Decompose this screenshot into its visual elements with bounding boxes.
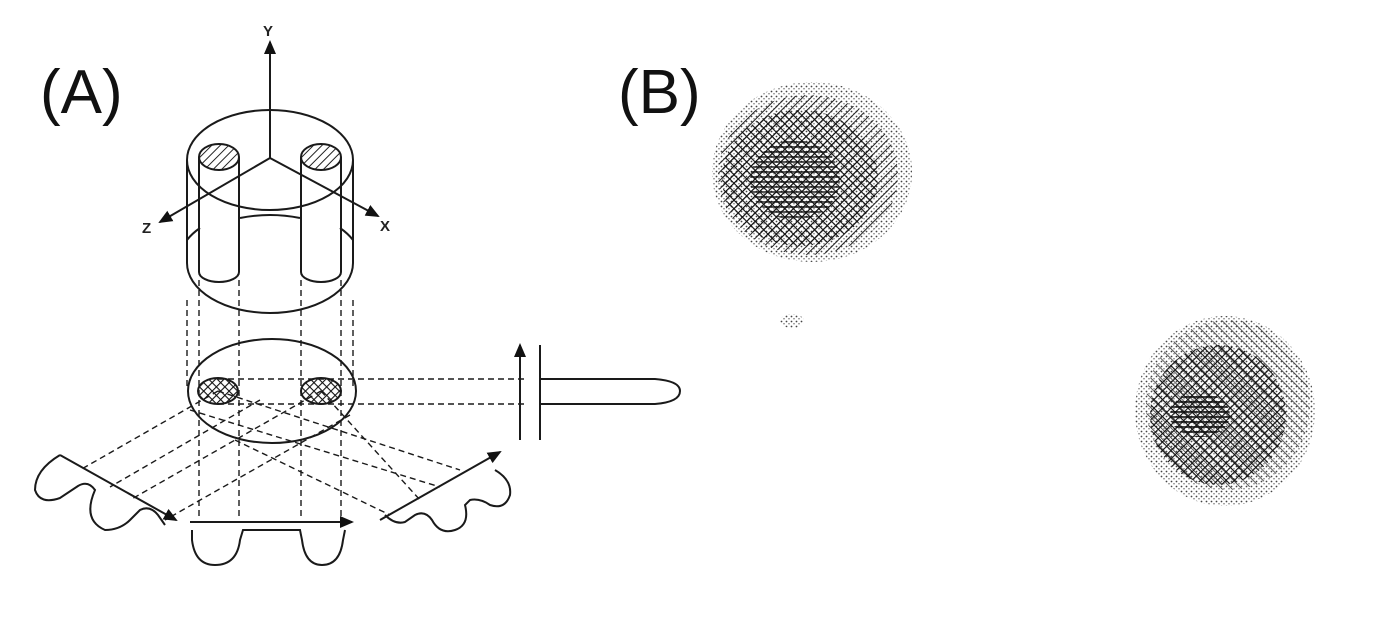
right-bottom-profile (379, 451, 512, 533)
reconstruction-image (712, 82, 1315, 506)
z-axis-line (158, 157, 271, 224)
right-projection-lines (218, 378, 528, 405)
blob-lower-right (1135, 316, 1315, 506)
left-profile (33, 454, 178, 532)
small-speck (780, 314, 804, 328)
diagonal-projection-lines (79, 390, 461, 521)
panel-b-label: (B) (618, 58, 701, 127)
cylinder-phantom (186, 109, 354, 314)
blob-upper-left (712, 82, 912, 262)
rod-right (300, 143, 342, 283)
panel-a-label: (A) (40, 58, 123, 127)
x-axis-letter: X (380, 218, 390, 235)
x-axis-line (269, 157, 380, 217)
vertical-projection-lines (186, 280, 354, 520)
rod-left (198, 143, 240, 283)
phantom-schematic: Y X Z (33, 23, 682, 567)
bottom-profile (190, 516, 354, 567)
right-profile (514, 343, 682, 440)
z-axis-letter: Z (142, 220, 151, 237)
y-axis-letter: Y (263, 23, 273, 40)
